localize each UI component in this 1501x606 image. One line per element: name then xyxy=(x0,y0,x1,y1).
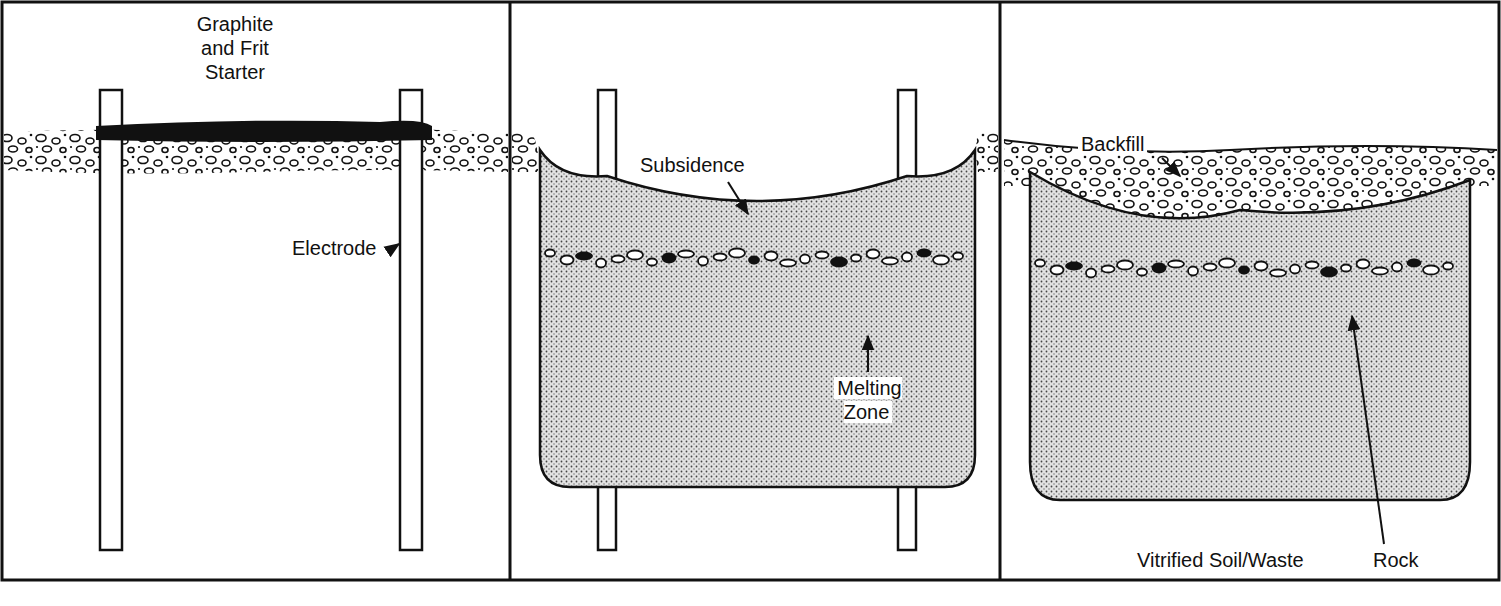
rock-symbol xyxy=(1117,261,1133,270)
part-label: Subsidence xyxy=(640,153,770,177)
rock-band xyxy=(545,249,963,268)
rock-symbol xyxy=(627,251,643,260)
rock-symbol xyxy=(1443,263,1453,270)
rock-symbol xyxy=(612,256,625,263)
part-label: Rock xyxy=(1370,548,1434,572)
rock-symbol xyxy=(816,252,829,259)
rock-symbol xyxy=(1239,267,1249,274)
rock-symbol xyxy=(596,259,606,268)
label-patch: Rock xyxy=(1370,549,1422,571)
rock-symbol xyxy=(1372,268,1388,275)
rock-symbol xyxy=(1255,262,1268,271)
panel-divider xyxy=(509,2,512,580)
leader-line xyxy=(728,182,748,214)
label-patch: Melting Zone xyxy=(834,377,901,423)
rock-symbol xyxy=(1204,264,1217,271)
melting-zone xyxy=(540,150,975,487)
label-patch: Backfill xyxy=(1078,133,1147,155)
rock-symbol xyxy=(1423,266,1439,275)
rock-symbol xyxy=(714,254,727,261)
rock-symbol xyxy=(1392,263,1402,272)
rock-symbol xyxy=(953,253,963,260)
rock-symbol xyxy=(678,251,694,258)
rock-symbol xyxy=(1035,260,1045,267)
rock-symbol xyxy=(1137,269,1147,276)
rock-symbol xyxy=(576,253,592,260)
part-label: Backfill xyxy=(1078,132,1168,156)
rock-symbol xyxy=(1153,264,1166,273)
frame xyxy=(2,2,1499,580)
rock-symbol xyxy=(1188,267,1198,276)
rock-symbol xyxy=(902,253,912,262)
rock-symbol xyxy=(663,254,676,263)
rock-symbol xyxy=(1270,270,1286,277)
rock-symbol xyxy=(765,252,778,261)
starter-label: Graphite and Frit Starter xyxy=(178,12,292,84)
zone-label: Melting Zone xyxy=(815,376,921,424)
rock-symbol xyxy=(867,250,880,259)
soil-gravel-edge xyxy=(976,132,998,172)
rock-symbol xyxy=(800,255,810,264)
rock-symbol xyxy=(545,250,555,257)
electrode xyxy=(100,90,122,550)
vitrified-block xyxy=(1030,172,1470,500)
rock-symbol xyxy=(1290,265,1300,274)
leader-line xyxy=(1352,316,1384,544)
rock-symbol xyxy=(780,260,796,267)
rock-symbol xyxy=(1066,263,1082,270)
electrode xyxy=(400,90,422,550)
rock-symbol xyxy=(831,258,847,267)
rock-symbol xyxy=(1086,269,1096,278)
zone-label: Vitrified Soil/Waste xyxy=(1134,548,1344,572)
rock-symbol xyxy=(851,255,861,262)
rock-symbol xyxy=(1408,260,1421,267)
rock-symbol xyxy=(729,249,745,258)
part-label: Electrode xyxy=(292,236,388,260)
rock-symbol xyxy=(647,259,657,266)
rock-symbol xyxy=(918,250,931,257)
leader-line xyxy=(867,336,869,372)
label-patch: Vitrified Soil/Waste xyxy=(1134,549,1307,571)
rock-symbol xyxy=(1051,266,1064,275)
rock-symbol xyxy=(882,258,898,265)
rock-symbol xyxy=(1219,259,1235,268)
rock-symbol xyxy=(1321,268,1337,277)
rock-band xyxy=(1035,259,1453,278)
leader-line xyxy=(1162,158,1180,176)
rock-symbol xyxy=(561,256,574,265)
rock-symbol xyxy=(933,256,949,265)
rock-symbol xyxy=(1357,260,1370,269)
leader-line xyxy=(390,244,399,250)
rock-symbol xyxy=(1341,265,1351,272)
rock-symbol xyxy=(698,257,708,266)
rock-symbol xyxy=(1102,266,1115,273)
rock-symbol xyxy=(1306,262,1319,269)
graphite-starter-band xyxy=(96,121,432,142)
soil-gravel-edge xyxy=(512,132,538,172)
panel-divider xyxy=(999,2,1002,580)
rock-symbol xyxy=(749,257,759,264)
rock-symbol xyxy=(1168,261,1184,268)
